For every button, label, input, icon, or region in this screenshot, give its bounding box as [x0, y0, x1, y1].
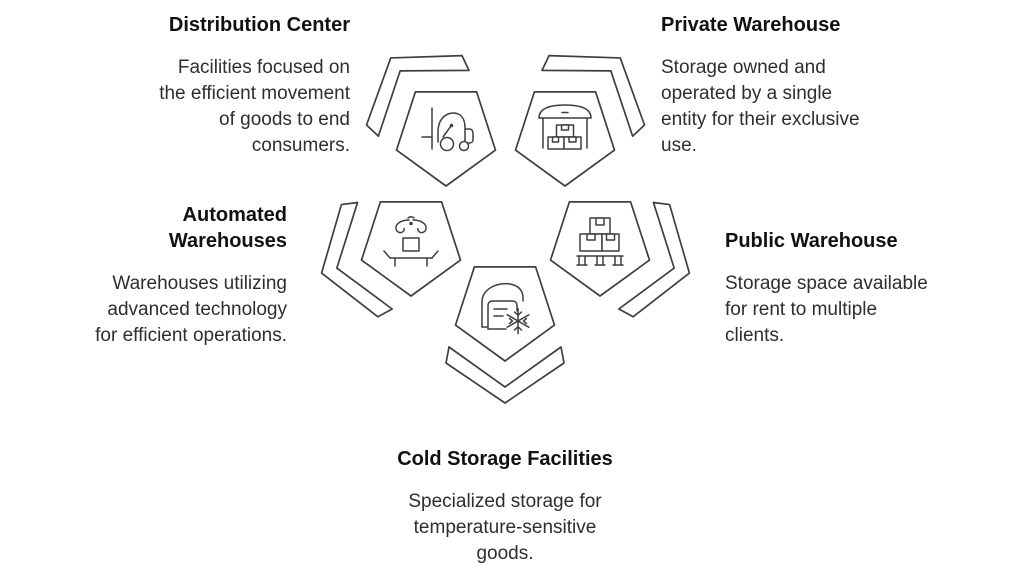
warehouse-building-icon — [538, 104, 592, 150]
item-title: Public Warehouse — [725, 230, 898, 252]
robotic-arm-icon — [383, 216, 439, 267]
item-description: Facilities focused on the efficient move… — [159, 57, 350, 156]
item-description: Storage space available for rent to mult… — [725, 273, 928, 346]
item-title: Private Warehouse — [661, 14, 841, 36]
item-title: Distribution Center — [168, 14, 350, 36]
pallet-boxes-icon — [576, 217, 624, 266]
chevron-band — [617, 201, 691, 318]
petal-distribution-center — [365, 54, 497, 187]
item-title: Cold Storage Facilities — [397, 448, 613, 470]
label-cold-storage-facilities: Cold Storage Facilities Specialized stor… — [397, 446, 613, 567]
forklift-icon — [421, 107, 474, 152]
petal-cold-storage — [445, 266, 565, 404]
label-automated-warehouses: Automated Warehouses Warehouses utilizin… — [95, 202, 287, 349]
cold-storage-icon — [481, 282, 530, 335]
item-title: Automated Warehouses — [168, 204, 287, 252]
label-private-warehouse: Private Warehouse Storage owned and oper… — [661, 12, 860, 159]
item-description: Specialized storage for temperature-sens… — [408, 491, 602, 564]
pentagon-outline — [454, 266, 556, 362]
chevron-band — [445, 346, 565, 404]
petal-private-warehouse — [514, 54, 646, 187]
label-public-warehouse: Public Warehouse Storage space available… — [725, 228, 928, 349]
snowflake-icon — [506, 307, 530, 335]
item-description: Storage owned and operated by a single e… — [661, 57, 860, 156]
chevron-band — [541, 54, 646, 138]
item-description: Warehouses utilizing advanced technology… — [95, 273, 287, 346]
chevron-band — [320, 201, 394, 318]
chevron-band — [365, 54, 470, 138]
petal-automated-warehouses — [320, 201, 462, 318]
petal-public-warehouse — [549, 201, 691, 318]
label-distribution-center: Distribution Center Facilities focused o… — [159, 12, 350, 159]
